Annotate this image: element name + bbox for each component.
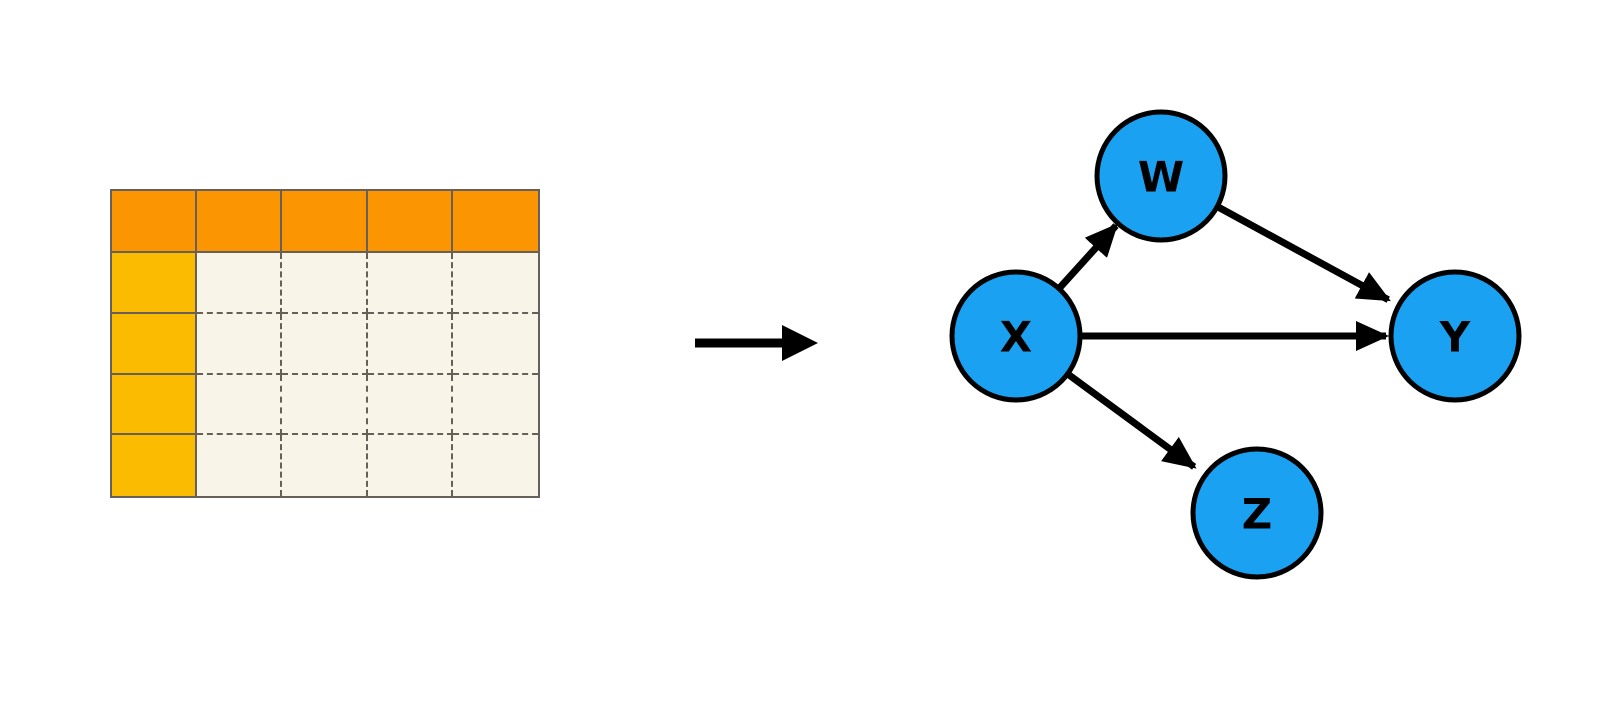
graph-nodes: W X Y Z <box>949 109 1522 580</box>
table-body-cell <box>197 435 283 496</box>
node-label-Z: Z <box>1242 490 1272 539</box>
table-body-cell <box>282 374 368 436</box>
table-body-cell <box>197 313 283 375</box>
table-body-cell <box>282 253 368 314</box>
graph-node-Y: Y <box>1388 269 1522 403</box>
node-label-W: W <box>1138 153 1184 202</box>
table-body-cell <box>452 374 538 436</box>
node-circle-X <box>949 269 1083 403</box>
transform-arrow-icon <box>695 325 818 361</box>
node-label-X: X <box>1000 313 1032 362</box>
table-row-header-cell <box>112 374 198 436</box>
table-body-cell <box>282 435 368 496</box>
table-body-cell <box>367 374 453 436</box>
table-body-cell <box>367 253 453 314</box>
table-body-cell <box>367 435 453 496</box>
graph-edge-X-Z <box>1067 372 1197 470</box>
table-row-header-cell <box>112 435 198 496</box>
table-header-cell <box>367 191 453 253</box>
graph-edge-X-W <box>1057 223 1119 290</box>
table-body-cell <box>197 374 283 436</box>
data-table <box>110 189 540 498</box>
node-circle-W <box>1094 109 1228 243</box>
table-row-header-cell <box>112 313 198 375</box>
node-label-Y: Y <box>1439 313 1471 362</box>
table-header-cell <box>197 191 283 253</box>
node-circle-Z <box>1190 446 1324 580</box>
table-header-cell <box>112 191 198 253</box>
table-body-cell <box>452 253 538 314</box>
table-header-cell <box>282 191 368 253</box>
graph-node-X: X <box>949 269 1083 403</box>
table-body-cell <box>452 313 538 375</box>
graph-node-W: W <box>1094 109 1228 243</box>
table-body-cell <box>197 253 283 314</box>
table-body-cell <box>452 435 538 496</box>
table-body-cell <box>282 313 368 375</box>
graph-node-Z: Z <box>1190 446 1324 580</box>
node-circle-Y <box>1388 269 1522 403</box>
graph-edge-W-Y <box>1217 204 1391 303</box>
table-header-cell <box>452 191 538 253</box>
graph-edges <box>1057 204 1391 470</box>
table-row-header-cell <box>112 253 198 314</box>
table-body-cell <box>367 313 453 375</box>
